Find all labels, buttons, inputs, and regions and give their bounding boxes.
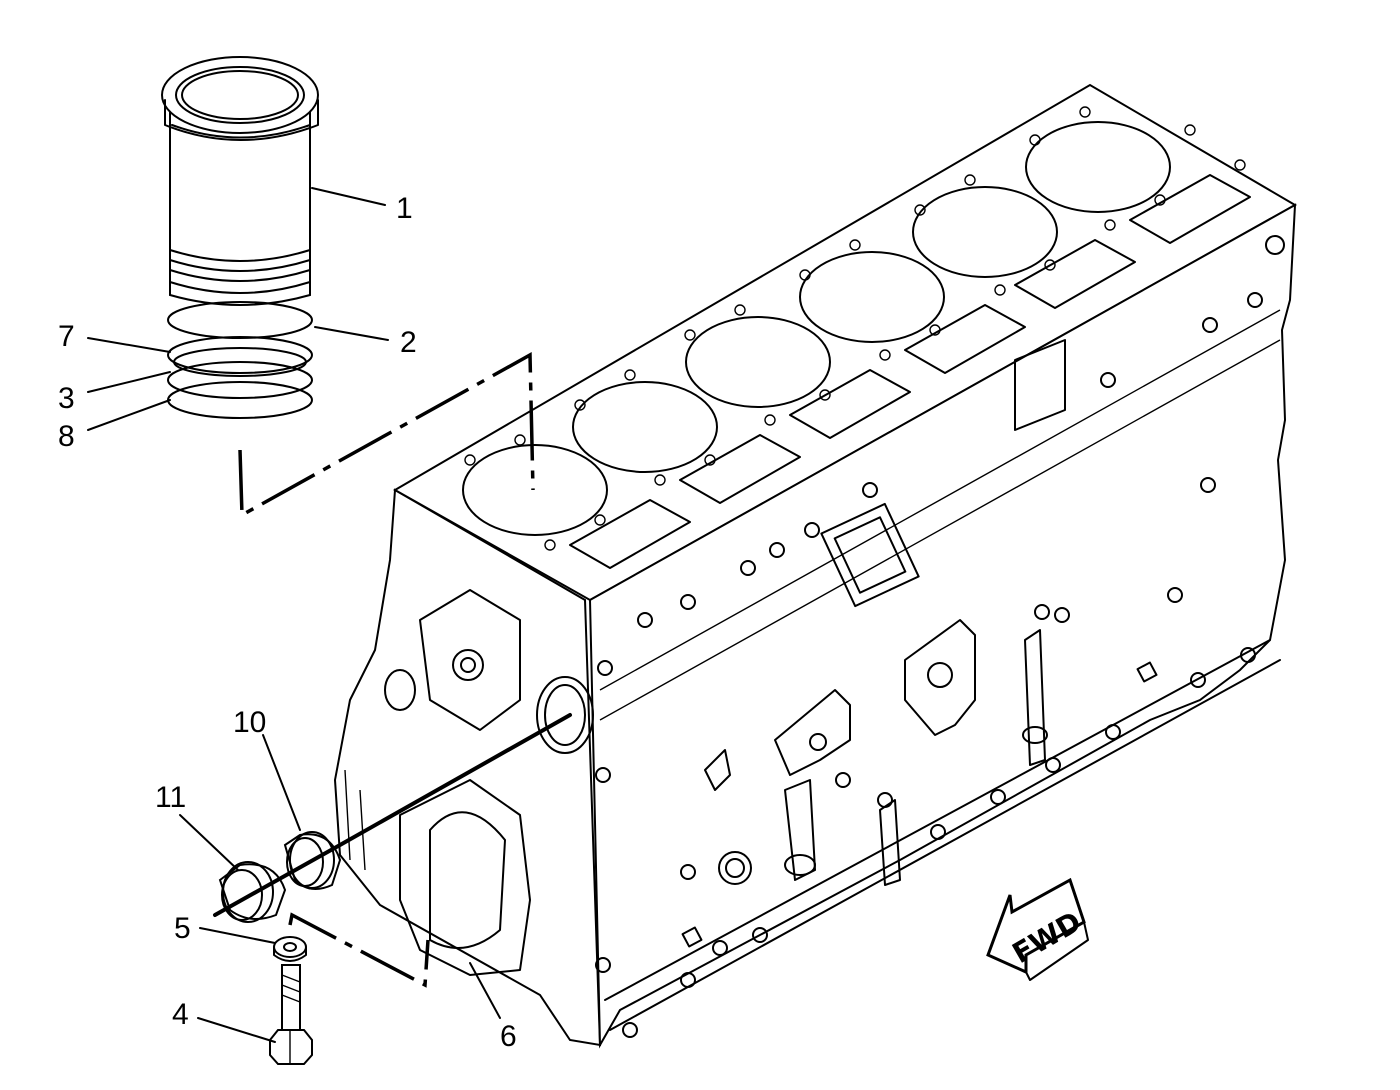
liner-install-path [238, 352, 535, 518]
callout-numbers: 1 2 7 3 8 10 11 5 4 6 [58, 192, 517, 1053]
head-bolt-holes [464, 106, 1246, 551]
block-pan-rail [604, 639, 1281, 1031]
cylinder-block [333, 83, 1298, 1049]
washer-5 [273, 936, 307, 962]
callout-7: 7 [58, 320, 75, 353]
callout-6: 6 [500, 1020, 517, 1053]
front-face-details [344, 589, 594, 976]
forward-direction-arrow: FWD [986, 877, 1089, 981]
cylinder-bores [462, 121, 1171, 536]
crankcase-pockets [569, 174, 1251, 569]
bolt-4 [269, 964, 313, 1065]
leader-lines [87, 187, 501, 1043]
side-face-details [681, 339, 1158, 948]
liner-seal-rings [167, 301, 313, 419]
bolt-install-path [288, 912, 430, 988]
callout-5: 5 [174, 912, 191, 945]
plug-install-line [213, 713, 572, 917]
cup-plug-10 [283, 831, 342, 890]
callout-10: 10 [233, 706, 266, 739]
callout-11: 11 [155, 781, 186, 814]
callout-3: 3 [58, 382, 75, 415]
callout-4: 4 [172, 998, 189, 1031]
callout-1: 1 [396, 192, 413, 225]
cylinder-liner [161, 56, 319, 306]
callout-2: 2 [400, 326, 417, 359]
callout-8: 8 [58, 420, 75, 453]
side-bolt-bosses [595, 235, 1285, 1038]
